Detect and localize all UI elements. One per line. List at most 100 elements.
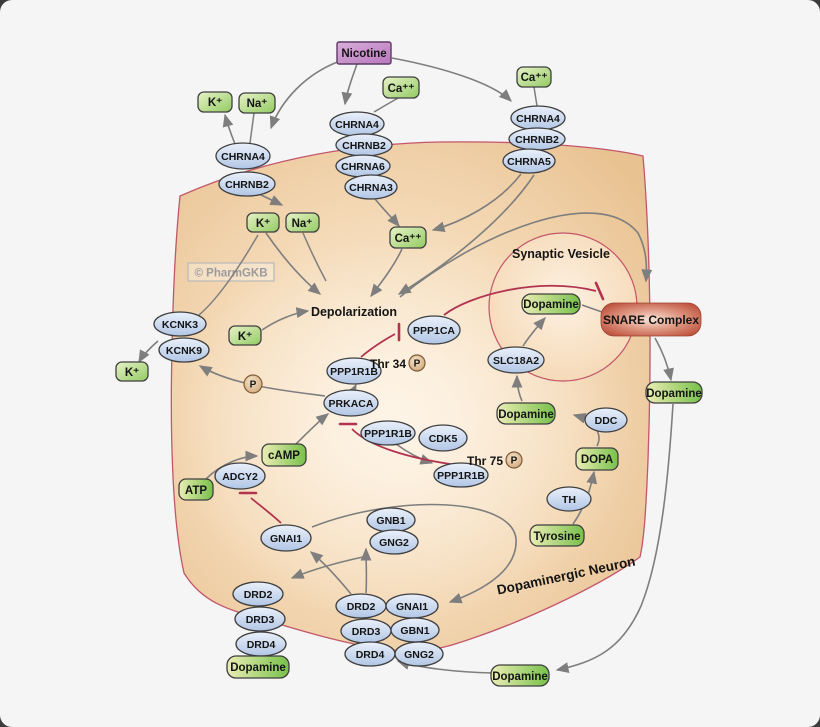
arrow-ca-to-depolarization [370,248,403,298]
svg-text:Dopamine: Dopamine [230,662,286,674]
node-drd4-mid[interactable]: DRD4 [344,641,396,667]
svg-text:Dopamine: Dopamine [492,671,548,683]
node-gbn1-lower[interactable]: GBN1 [390,617,440,643]
node-th[interactable]: TH [546,486,592,512]
node-gng2-lower[interactable]: GNG2 [394,641,444,667]
watermark-text: © PharmGKB [194,268,267,280]
inhibit-ppp1r1b-to-ppp1ca [360,333,396,358]
node-chrnb2-left[interactable]: CHRNB2 [218,171,276,197]
arrow-receptor-ion-flux-bold [258,193,284,206]
node-chrnb2-right[interactable]: CHRNB2 [508,127,566,151]
node-prkaca[interactable]: PRKACA [323,389,379,417]
svg-text:GNAI1: GNAI1 [396,601,428,613]
node-tyrosine[interactable]: Tyrosine [529,524,585,547]
svg-text:Na⁺: Na⁺ [292,218,313,230]
svg-text:GNG2: GNG2 [379,537,409,549]
line-ca-to-right-receptor [533,86,538,107]
phospho-free-icon [243,374,263,394]
svg-text:PRKACA: PRKACA [329,398,374,410]
node-dopamine-released[interactable]: Dopamine [645,381,703,404]
svg-text:CHRNB2: CHRNB2 [515,134,559,146]
node-camp[interactable]: cAMP [261,443,307,467]
node-ppp1r1b-thr75[interactable]: PPP1R1B [433,462,489,488]
svg-text:PPP1CA: PPP1CA [413,325,455,337]
node-dopamine-cytosol[interactable]: Dopamine [496,402,556,425]
svg-text:DRD4: DRD4 [356,649,385,661]
node-kcnk9[interactable]: KCNK9 [158,337,210,363]
inhibition-edges [238,281,605,524]
node-adcy2[interactable]: ADCY2 [214,462,266,490]
svg-text:CHRNA3: CHRNA3 [349,182,393,194]
node-gnai1-upper[interactable]: GNAI1 [260,524,312,552]
node-dopa[interactable]: DOPA [575,447,619,471]
arrow-atp-to-camp [205,450,259,480]
node-nicotine[interactable]: Nicotine [336,41,392,65]
arrow-right-receptor-to-depolarization [397,174,535,295]
arrow-chrna5-to-ca [431,173,522,233]
node-k-top[interactable]: K⁺ [197,91,233,113]
thr34-label: Thr 34 [370,357,406,371]
phospho-thr34-icon [408,354,426,372]
node-chrna4-mid[interactable]: CHRNA4 [329,111,385,137]
node-chrna6-mid[interactable]: CHRNA6 [335,154,391,178]
svg-text:CHRNA4: CHRNA4 [221,151,265,163]
node-ca-top-mid[interactable]: Ca⁺⁺ [382,76,420,99]
node-drd4-left[interactable]: DRD4 [235,631,287,657]
protein-nodes: CHRNA4 CHRNB2 CHRNA4 CHRNB2 CHRNA6 CHRNA… [153,105,628,667]
node-gnb1[interactable]: GNB1 [366,507,416,533]
node-na-top[interactable]: Na⁺ [238,92,276,114]
node-k-mid[interactable]: K⁺ [246,212,280,233]
node-kcnk3[interactable]: KCNK3 [153,311,207,337]
node-dopamine-synapse[interactable]: Dopamine [490,664,550,687]
watermark: © PharmGKB [187,262,275,282]
arrow-camp-to-prkaca [295,413,330,445]
node-snare-complex[interactable]: SNARE Complex [600,302,702,337]
node-dopamine-vesicle[interactable]: Dopamine [521,293,581,315]
node-dopamine-left[interactable]: Dopamine [226,655,290,679]
node-chrnb2-mid[interactable]: CHRNB2 [335,133,393,157]
node-na-mid[interactable]: Na⁺ [285,212,320,233]
node-chrna3-mid[interactable]: CHRNA3 [344,174,398,200]
node-drd3-left[interactable]: DRD3 [234,606,286,632]
arrow-chrna3-to-ca [374,198,400,228]
node-chrna4-right[interactable]: CHRNA4 [510,105,566,131]
molecule-nodes: Nicotine K⁺ Na⁺ Ca⁺⁺ Ca⁺⁺ K⁺ Na⁺ Ca⁺⁺ K⁺… [115,41,703,687]
node-chrna4-left[interactable]: CHRNA4 [215,142,271,170]
arrow-kcnk-to-k-out [138,340,159,364]
node-gnai1-lower[interactable]: GNAI1 [385,593,439,619]
svg-text:Nicotine: Nicotine [341,48,386,60]
node-atp[interactable]: ATP [178,478,214,501]
node-ca-mid[interactable]: Ca⁺⁺ [389,226,427,249]
line-ca-to-mid-receptor [373,97,399,113]
svg-text:Tyrosine: Tyrosine [533,531,580,543]
svg-text:CHRNB2: CHRNB2 [225,179,269,191]
node-k-out[interactable]: K⁺ [115,361,149,382]
node-drd2-mid[interactable]: DRD2 [335,593,387,619]
svg-text:PPP1R1B: PPP1R1B [330,366,378,378]
node-ppp1r1b-b[interactable]: PPP1R1B [360,420,416,446]
line-ions-to-kcnk3 [198,234,259,316]
node-k-membrane[interactable]: K⁺ [228,325,262,346]
node-ppp1r1b-thr34[interactable]: PPP1R1B [326,357,382,385]
svg-text:Dopamine: Dopamine [523,299,579,311]
node-slc18a2[interactable]: SLC18A2 [487,346,545,374]
node-cdk5[interactable]: CDK5 [418,424,468,452]
line-namid-to-depolarization [302,232,327,282]
svg-text:DRD4: DRD4 [247,639,276,651]
svg-text:DRD3: DRD3 [246,614,275,626]
svg-text:K⁺: K⁺ [125,367,139,379]
node-ppp1ca[interactable]: PPP1CA [407,315,461,345]
arrow-kmid-to-depolarization [265,232,322,295]
svg-text:Dopamine: Dopamine [498,409,554,421]
svg-text:K⁺: K⁺ [208,97,222,109]
node-ddc[interactable]: DDC [584,407,628,433]
depolarization-label: Depolarization [311,305,397,319]
node-chrna5-right[interactable]: CHRNA5 [502,148,556,174]
node-ca-top-right[interactable]: Ca⁺⁺ [516,66,552,88]
arrow-snare-to-released-dopamine [654,337,674,382]
node-drd3-mid[interactable]: DRD3 [340,618,392,644]
node-drd2-left[interactable]: DRD2 [232,581,284,607]
node-gng2-upper[interactable]: GNG2 [369,529,419,555]
